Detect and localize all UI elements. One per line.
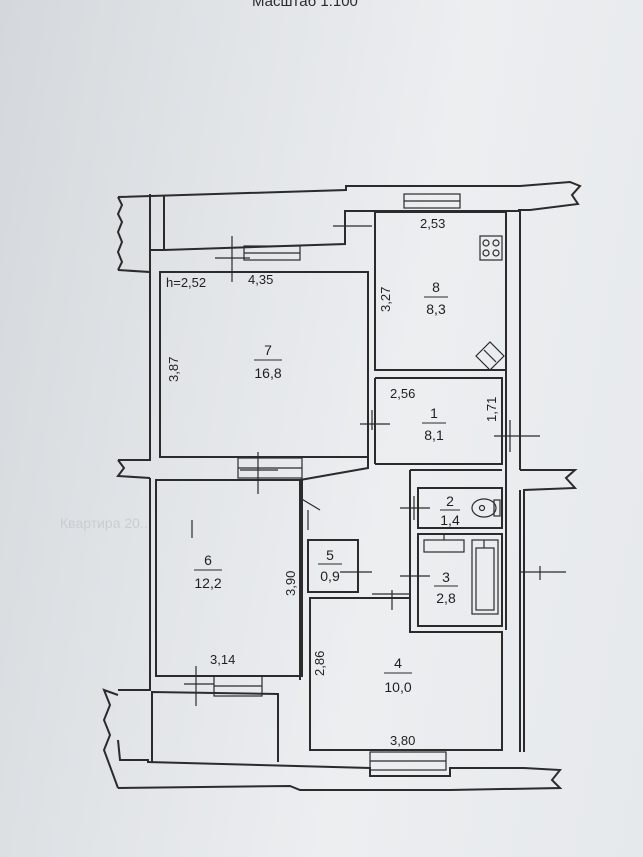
room-area: 0,9 bbox=[320, 568, 340, 584]
toilet-icon bbox=[471, 498, 501, 518]
room-area: 12,2 bbox=[194, 575, 221, 591]
dim-room7-depth: 3,87 bbox=[166, 357, 181, 382]
walls bbox=[102, 180, 582, 791]
dim-room6-width: 3,14 bbox=[210, 652, 235, 667]
room-number: 8 bbox=[432, 279, 440, 295]
room-number: 3 bbox=[442, 569, 450, 585]
room-label-1: 1 8,1 bbox=[422, 405, 446, 443]
room-number: 6 bbox=[204, 552, 212, 568]
room-number: 4 bbox=[394, 655, 402, 671]
room-number: 5 bbox=[326, 547, 334, 563]
dim-room7-width: 4,35 bbox=[248, 272, 273, 287]
scale-label: Масштаб 1:100 bbox=[252, 0, 358, 10]
dim-kitchen-depth: 3,27 bbox=[378, 287, 393, 312]
door-marks bbox=[184, 225, 566, 706]
room-area: 16,8 bbox=[254, 365, 281, 381]
room-label-2: 2 1,4 bbox=[440, 493, 460, 528]
dim-hall-width: 2,56 bbox=[390, 386, 415, 401]
dim-room4-width: 3,80 bbox=[390, 733, 415, 748]
room-label-8: 8 8,3 bbox=[424, 279, 448, 317]
windows bbox=[213, 193, 461, 771]
dim-kitchen-width: 2,53 bbox=[420, 216, 445, 231]
room-label-3: 3 2,8 bbox=[434, 569, 458, 606]
dim-room6-depth: 3,90 bbox=[283, 571, 298, 596]
room-number: 2 bbox=[446, 493, 454, 509]
ceiling-height-label: h=2,52 bbox=[166, 275, 206, 290]
room-area: 1,4 bbox=[440, 512, 460, 528]
room-area: 2,8 bbox=[436, 590, 456, 606]
room-label-6: 6 12,2 bbox=[194, 552, 222, 591]
room-area: 8,1 bbox=[424, 427, 444, 443]
bathtub-icon bbox=[423, 534, 499, 615]
dim-hall-depth: 1,71 bbox=[484, 397, 499, 422]
stove-icon bbox=[479, 235, 503, 261]
room-area: 10,0 bbox=[384, 679, 411, 695]
room-number: 7 bbox=[264, 342, 272, 358]
room-label-5: 5 0,9 bbox=[318, 547, 342, 584]
sink-icon bbox=[475, 341, 505, 371]
room-number: 1 bbox=[430, 405, 438, 421]
room-label-7: 7 16,8 bbox=[254, 342, 282, 381]
background-text: Квартира 20... bbox=[60, 515, 152, 531]
room-label-4: 4 10,0 bbox=[384, 655, 412, 695]
room-area: 8,3 bbox=[426, 301, 446, 317]
dim-room4-depth: 2,86 bbox=[312, 651, 327, 676]
